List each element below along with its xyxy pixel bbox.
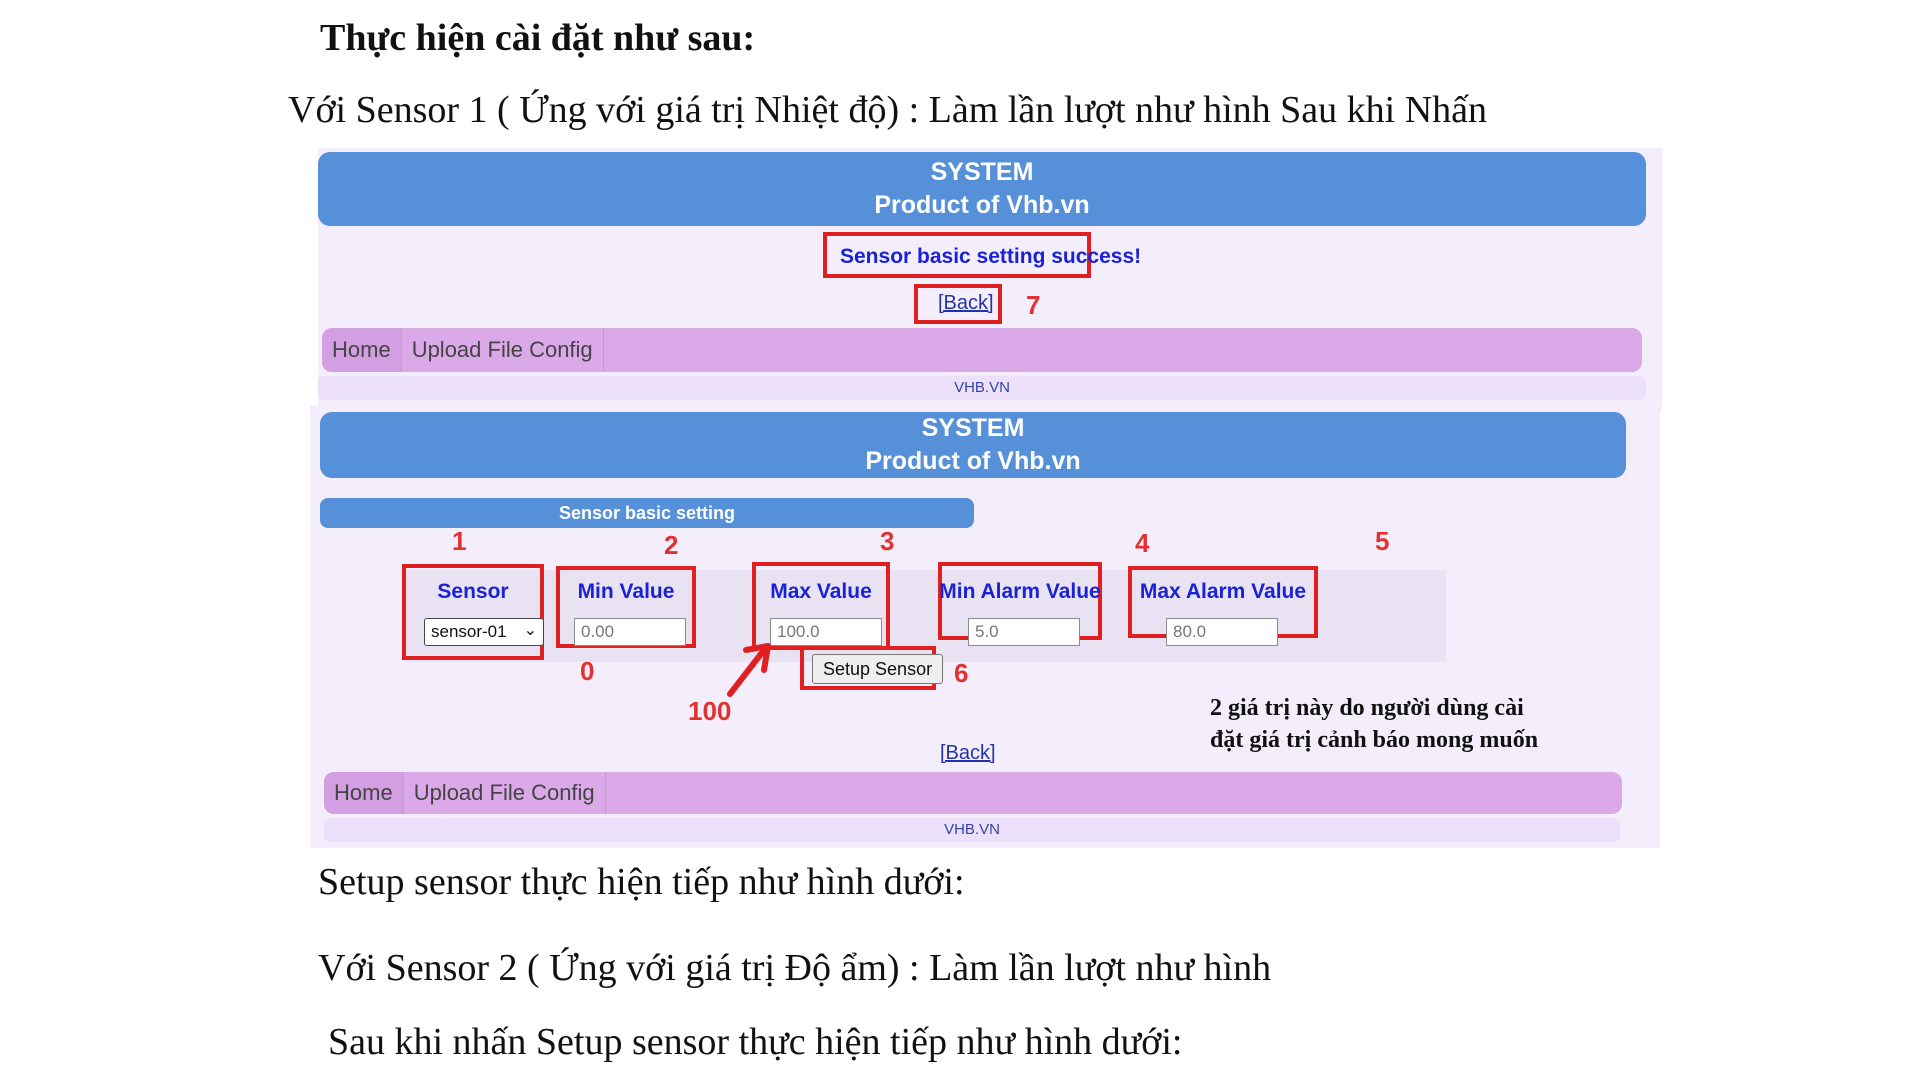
max-alarm-input[interactable]: 80.0 (1166, 618, 1278, 646)
arrow-icon (727, 643, 771, 697)
note-alarm-values: 2 giá trị này do người dùng cài đặt giá … (1210, 692, 1538, 756)
nav-upload-file-config[interactable]: Upload File Config (404, 772, 606, 814)
back-link[interactable]: [Back] (938, 292, 994, 314)
nav-upload-file-config[interactable]: Upload File Config (402, 328, 604, 372)
footer-brand: VHB.VN (318, 376, 1646, 400)
step-number-5: 5 (1375, 526, 1390, 556)
instruction-continue-2: Sau khi nhấn Setup sensor thực hiện tiếp… (328, 1021, 1183, 1063)
system-header: SYSTEM Product of Vhb.vn (318, 152, 1646, 226)
chevron-down-icon: ⌄ (523, 622, 537, 639)
nav-bar: Home Upload File Config (324, 772, 1622, 814)
document-heading: Thực hiện cài đặt như sau: (320, 17, 756, 59)
back-link[interactable]: [Back] (940, 742, 996, 764)
screenshot-success-page: SYSTEM Product of Vhb.vn Sensor basic se… (318, 148, 1662, 410)
screenshot-sensor-setting-page: SYSTEM Product of Vhb.vn Sensor basic se… (310, 406, 1660, 848)
step-number-6: 6 (954, 658, 969, 688)
note-line-1: 2 giá trị này do người dùng cài (1210, 695, 1524, 721)
annotation-min-zero: 0 (580, 656, 595, 686)
min-value-input[interactable]: 0.00 (574, 618, 686, 646)
instruction-continue-1: Setup sensor thực hiện tiếp như hình dướ… (318, 861, 965, 903)
highlight-success (823, 232, 1091, 278)
nav-bar: Home Upload File Config (322, 328, 1642, 372)
min-alarm-input[interactable]: 5.0 (968, 618, 1080, 646)
instruction-sensor-2: Với Sensor 2 ( Ứng với giá trị Độ ẩm) : … (318, 947, 1272, 989)
step-number-3: 3 (880, 526, 895, 556)
highlight-sensor (402, 564, 544, 660)
section-title: Sensor basic setting (320, 498, 974, 528)
header-title: SYSTEM (921, 414, 1025, 442)
highlight-min-value (556, 566, 696, 648)
nav-home[interactable]: Home (324, 772, 404, 814)
column-label-max-alarm: Max Alarm Value (1139, 580, 1307, 603)
sensor-select[interactable]: sensor-01 ⌄ (424, 618, 544, 646)
step-number-4: 4 (1135, 528, 1150, 558)
header-subtitle: Product of Vhb.vn (865, 447, 1081, 475)
step-number-2: 2 (664, 530, 679, 560)
highlight-back (914, 284, 1002, 324)
step-number-7: 7 (1026, 290, 1041, 320)
column-label-sensor: Sensor (437, 580, 509, 603)
column-label-min-value: Min Value (577, 580, 675, 603)
column-label-max-value: Max Value (770, 580, 872, 603)
column-label-min-alarm: Min Alarm Value (939, 580, 1101, 603)
footer-brand: VHB.VN (324, 818, 1620, 842)
header-title: SYSTEM (930, 158, 1034, 186)
system-header: SYSTEM Product of Vhb.vn (320, 412, 1626, 478)
step-number-1: 1 (452, 526, 467, 556)
nav-home[interactable]: Home (322, 328, 402, 372)
note-line-2: đặt giá trị cảnh báo mong muốn (1210, 727, 1539, 753)
annotation-max-hundred: 100 (688, 696, 732, 726)
instruction-sensor-1: Với Sensor 1 ( Ứng với giá trị Nhiệt độ)… (288, 89, 1488, 131)
setup-sensor-button[interactable]: Setup Sensor (812, 654, 944, 684)
sensor-select-value: sensor-01 (431, 622, 507, 641)
max-value-input[interactable]: 100.0 (770, 618, 882, 646)
header-subtitle: Product of Vhb.vn (874, 191, 1090, 219)
success-message: Sensor basic setting success! (840, 245, 1142, 268)
